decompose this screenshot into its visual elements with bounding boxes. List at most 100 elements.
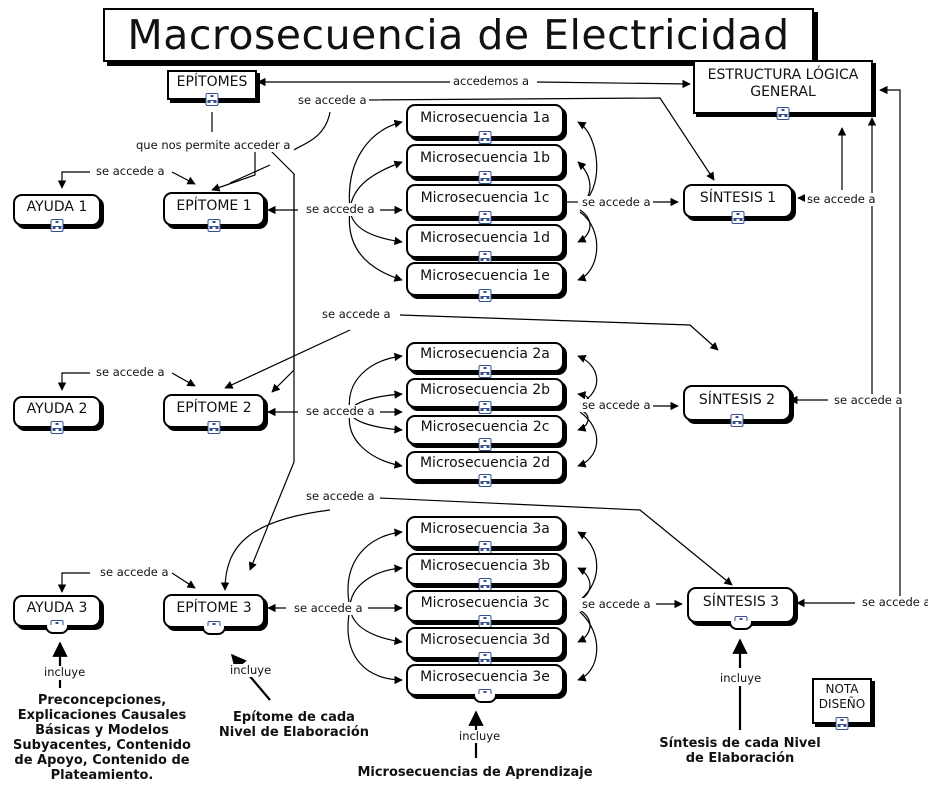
node-sintesis-3[interactable]: SÍNTESIS 3: [687, 587, 795, 630]
note-microsecuencias: Microsecuencias de Aprendizaje: [357, 765, 593, 780]
node-nota-diseno[interactable]: NOTA DISEÑO: [812, 678, 872, 730]
concept-map-icon[interactable]: [730, 414, 744, 427]
map-title: Macrosecuencia de Electricidad: [103, 8, 814, 62]
node-epitomes[interactable]: EPÍTOMES: [167, 70, 257, 106]
collapse-tab[interactable]: [473, 694, 497, 703]
concept-map-icon[interactable]: [835, 717, 849, 730]
node-microsecuencia-1e[interactable]: Microsecuencia 1e: [406, 262, 564, 302]
node-label: Microsecuencia 1c: [420, 189, 550, 206]
node-label: EPÍTOMES: [176, 73, 248, 90]
node-label: Microsecuencia 3b: [419, 557, 551, 574]
node-label: Microsecuencia 3d: [419, 631, 551, 648]
concept-map-icon[interactable]: [478, 211, 492, 224]
node-microsecuencia-1b[interactable]: Microsecuencia 1b: [406, 144, 564, 184]
concept-map-icon[interactable]: [207, 421, 221, 434]
node-label: Microsecuencia 3c: [420, 594, 550, 611]
node-microsecuencia-3d[interactable]: Microsecuencia 3d: [406, 627, 564, 665]
link-label: se accede a: [580, 398, 653, 412]
node-microsecuencia-3e[interactable]: Microsecuencia 3e: [406, 664, 564, 703]
link-label: se accede a: [860, 596, 928, 609]
concept-map-icon[interactable]: [207, 219, 221, 232]
node-label: Microsecuencia 3e: [420, 668, 550, 685]
concept-map-icon[interactable]: [205, 93, 219, 106]
link-label: incluye: [718, 671, 764, 685]
concept-map-icon[interactable]: [478, 474, 492, 487]
node-label: Microsecuencia 2c: [420, 418, 550, 435]
node-estructura[interactable]: ESTRUCTURA LÓGICA GENERAL: [693, 60, 873, 120]
node-label: Microsecuencia 1d: [419, 229, 551, 246]
node-label: SÍNTESIS 2: [698, 391, 776, 408]
node-microsecuencia-2b[interactable]: Microsecuencia 2b: [406, 378, 564, 414]
collapse-tab[interactable]: [729, 621, 753, 630]
concept-map-icon[interactable]: [478, 615, 492, 628]
node-microsecuencia-1c[interactable]: Microsecuencia 1c: [406, 184, 564, 224]
concept-map-icon[interactable]: [478, 401, 492, 414]
link-label: incluye: [228, 663, 274, 677]
note-sintesis: Síntesis de cada Nivel de Elaboración: [659, 736, 821, 766]
link-label: se accede a: [292, 601, 365, 615]
node-microsecuencia-2a[interactable]: Microsecuencia 2a: [406, 342, 564, 378]
node-epitome-1[interactable]: EPÍTOME 1: [163, 192, 265, 232]
node-label: EPÍTOME 3: [176, 599, 252, 616]
node-label: Microsecuencia 2a: [420, 345, 550, 362]
link-label: que nos permite acceder a: [134, 138, 293, 152]
note-ayuda: Preconcepciones, Explicaciones Causales …: [13, 693, 191, 783]
node-microsecuencia-3a[interactable]: Microsecuencia 3a: [406, 516, 564, 554]
node-label: AYUDA 1: [26, 198, 88, 215]
node-label: AYUDA 2: [26, 400, 88, 417]
link-label: incluye: [42, 665, 88, 679]
link-label: se accede a: [94, 164, 167, 178]
node-ayuda-3[interactable]: AYUDA 3: [13, 595, 101, 634]
link-label: se accede a: [304, 404, 377, 418]
collapse-tab[interactable]: [202, 626, 226, 635]
node-label: Microsecuencia 3a: [420, 520, 550, 537]
node-microsecuencia-1d[interactable]: Microsecuencia 1d: [406, 224, 564, 264]
node-label: NOTA DISEÑO: [818, 682, 866, 711]
link-label: incluye: [457, 729, 503, 743]
link-label: se accede a: [94, 365, 167, 379]
node-label: SÍNTESIS 3: [702, 593, 780, 610]
link-label: se accede a: [304, 489, 377, 503]
node-microsecuencia-1a[interactable]: Microsecuencia 1a: [406, 104, 564, 144]
node-label: Microsecuencia 1a: [420, 109, 550, 126]
node-microsecuencia-2c[interactable]: Microsecuencia 2c: [406, 415, 564, 451]
node-microsecuencia-3b[interactable]: Microsecuencia 3b: [406, 553, 564, 591]
node-label: Microsecuencia 1e: [420, 267, 550, 284]
node-microsecuencia-2d[interactable]: Microsecuencia 2d: [406, 451, 564, 487]
concept-map-icon[interactable]: [478, 438, 492, 451]
link-label: se accede a: [320, 307, 393, 321]
node-label: EPÍTOME 2: [176, 399, 252, 416]
node-microsecuencia-3c[interactable]: Microsecuencia 3c: [406, 590, 564, 628]
concept-map-icon[interactable]: [50, 219, 64, 232]
concept-map-icon[interactable]: [478, 171, 492, 184]
node-ayuda-2[interactable]: AYUDA 2: [13, 396, 101, 434]
note-epitome: Epítome de cada Nivel de Elaboración: [218, 710, 370, 740]
node-label: AYUDA 3: [26, 599, 88, 616]
concept-map-icon[interactable]: [776, 107, 790, 120]
concept-map-icon[interactable]: [731, 211, 745, 224]
collapse-tab[interactable]: [45, 625, 69, 634]
concept-map-icon[interactable]: [478, 365, 492, 378]
node-label: ESTRUCTURA LÓGICA GENERAL: [707, 67, 859, 100]
link-label: se accede a: [832, 393, 905, 407]
link-label: se accede a: [98, 565, 171, 579]
node-label: Microsecuencia 2b: [419, 381, 551, 398]
link-label: se accede a: [580, 195, 653, 209]
link-label: se accede a: [304, 202, 377, 216]
link-label: se accede a: [805, 192, 878, 206]
node-sintesis-2[interactable]: SÍNTESIS 2: [683, 385, 791, 427]
node-epitome-3[interactable]: EPÍTOME 3: [163, 594, 265, 635]
node-ayuda-1[interactable]: AYUDA 1: [13, 194, 101, 232]
link-label: se accede a: [580, 597, 653, 611]
concept-map-icon[interactable]: [478, 289, 492, 302]
node-label: SÍNTESIS 1: [699, 189, 777, 206]
node-label: Microsecuencia 1b: [419, 149, 551, 166]
concept-map-icon[interactable]: [50, 421, 64, 434]
concept-map-icon[interactable]: [478, 131, 492, 144]
node-label: Microsecuencia 2d: [419, 454, 551, 471]
node-sintesis-1[interactable]: SÍNTESIS 1: [683, 184, 793, 224]
node-epitome-2[interactable]: EPÍTOME 2: [163, 394, 265, 434]
link-label: se accede a: [296, 93, 369, 107]
node-label: EPÍTOME 1: [176, 197, 252, 214]
